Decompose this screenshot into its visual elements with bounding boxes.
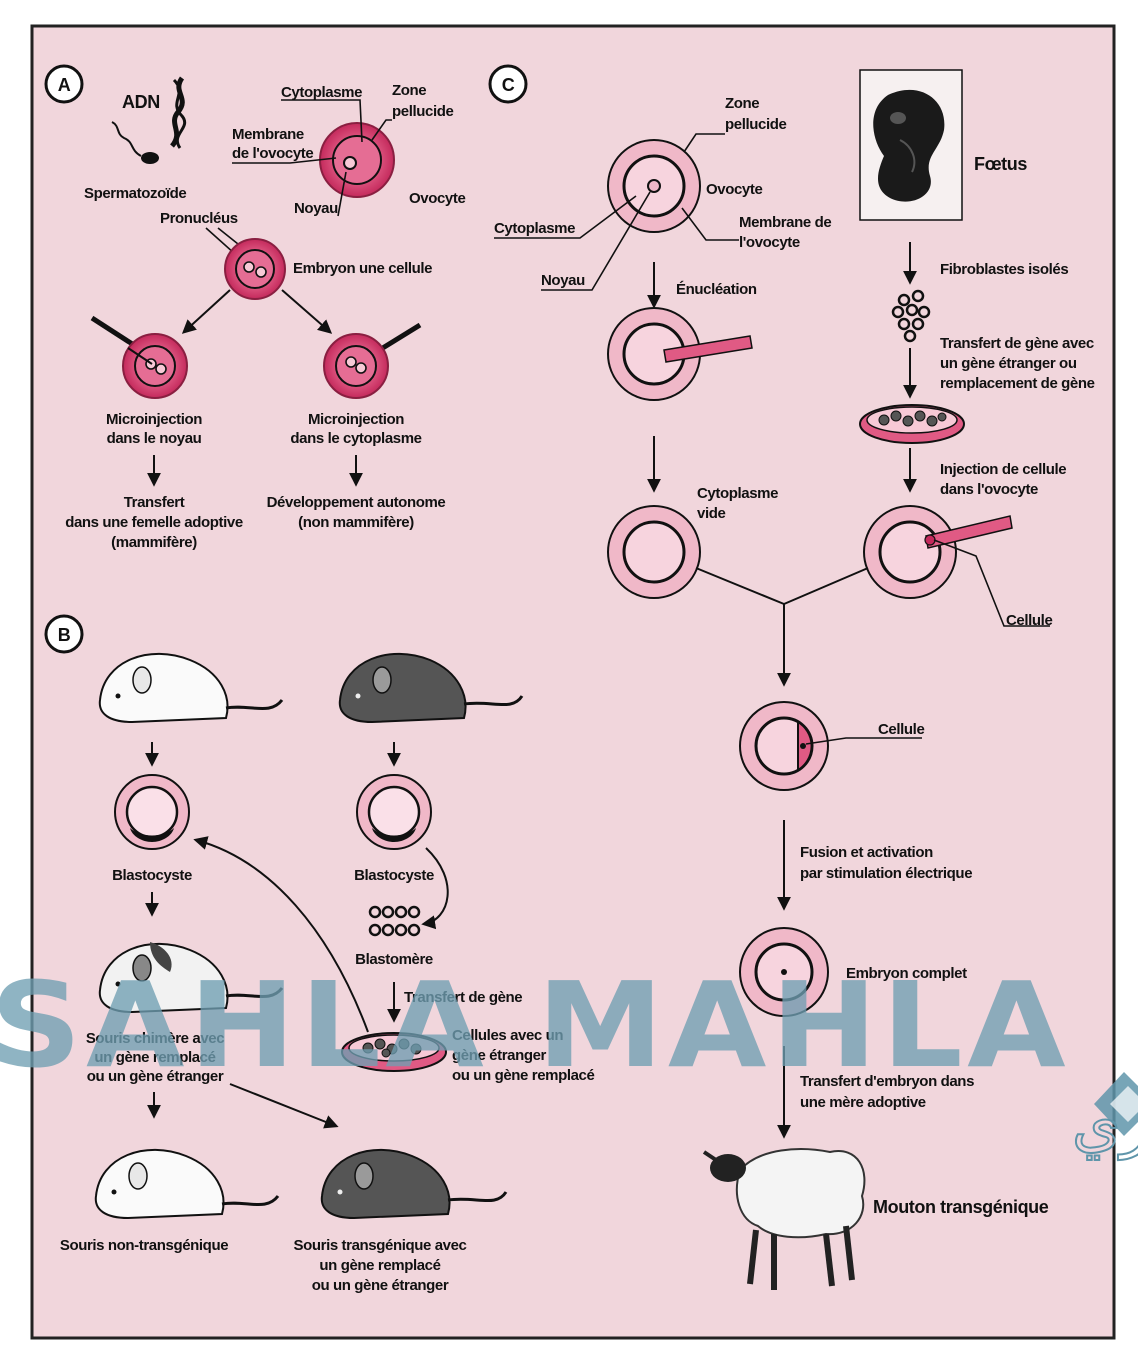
blastocyst-left-icon bbox=[115, 775, 189, 849]
transfert-gene-c-label-1: Transfert de gène avec bbox=[940, 335, 1094, 352]
micro-cyto-label-2: dans le cytoplasme bbox=[290, 430, 421, 447]
ovocyte-a-label: Ovocyte bbox=[409, 190, 465, 207]
membrane-c-label-1: Membrane de bbox=[739, 214, 831, 231]
cytoplasme-c-label: Cytoplasme bbox=[494, 220, 575, 237]
micro-noyau-label-1: Microinjection bbox=[106, 411, 202, 428]
fused-cell-icon bbox=[740, 702, 828, 790]
membrane-a-label-2: de l'ovocyte bbox=[232, 145, 313, 162]
empty-cytoplasm-oocyte-icon bbox=[608, 506, 700, 598]
blastocyste-right-label: Blastocyste bbox=[354, 867, 434, 884]
spermatozoide-label: Spermatozoïde bbox=[84, 185, 186, 202]
dev-label-2: (non mammifère) bbox=[298, 514, 414, 531]
cyto-vide-label-2: vide bbox=[697, 505, 725, 522]
enucleation-label: Énucléation bbox=[676, 281, 757, 298]
transfert-label-1: Transfert bbox=[124, 494, 185, 511]
noyau-a-label: Noyau bbox=[294, 200, 338, 217]
membrane-c-label-2: l'ovocyte bbox=[739, 234, 800, 251]
cyto-vide-label-1: Cytoplasme bbox=[697, 485, 778, 502]
transfert-label-3: (mammifère) bbox=[111, 534, 197, 551]
micro-cyto-label-1: Microinjection bbox=[308, 411, 404, 428]
cytoplasme-a-label: Cytoplasme bbox=[281, 84, 362, 101]
dev-label-1: Développement autonome bbox=[267, 494, 446, 511]
panel-b-badge: B bbox=[58, 625, 71, 645]
transfert-gene-c-label-3: remplacement de gène bbox=[940, 375, 1095, 392]
non-transgenique-label: Souris non-transgénique bbox=[60, 1237, 228, 1254]
pronucleus-label: Pronucléus bbox=[160, 210, 238, 227]
adn-label: ADN bbox=[122, 92, 160, 112]
cellule-right-label: Cellule bbox=[1006, 612, 1052, 629]
foetus-photo bbox=[860, 70, 962, 220]
fusion-label-1: Fusion et activation bbox=[800, 844, 933, 861]
noyau-c-label: Noyau bbox=[541, 272, 585, 289]
transgenique-label-3: ou un gène étranger bbox=[312, 1277, 449, 1294]
zone-c-label: Zone bbox=[725, 95, 759, 112]
transfert-emb-label-2: une mère adoptive bbox=[800, 1094, 926, 1111]
zone-a-label: Zone bbox=[392, 82, 426, 99]
pellucide-a-label: pellucide bbox=[392, 103, 453, 120]
one-cell-embryo-icon bbox=[225, 239, 285, 299]
ovocyte-c-label: Ovocyte bbox=[706, 181, 762, 198]
pellucide-c-label: pellucide bbox=[725, 116, 786, 133]
transgenique-label-1: Souris transgénique avec bbox=[294, 1237, 467, 1254]
blastocyst-right-icon bbox=[357, 775, 431, 849]
panel-a-badge: A bbox=[58, 75, 71, 95]
oocyte-c-icon bbox=[608, 140, 700, 232]
blastocyste-left-label: Blastocyste bbox=[112, 867, 192, 884]
foetus-label: Fœtus bbox=[974, 154, 1027, 174]
cellule-mid-label: Cellule bbox=[878, 721, 924, 738]
membrane-a-label-1: Membrane bbox=[232, 126, 304, 143]
embryon-une-cellule-label: Embryon une cellule bbox=[293, 260, 432, 277]
petri-dish-c-icon bbox=[860, 405, 964, 443]
injection-label-1: Injection de cellule bbox=[940, 461, 1066, 478]
fusion-label-2: par stimulation électrique bbox=[800, 865, 972, 882]
transfert-gene-c-label-2: un gène étranger ou bbox=[940, 355, 1077, 372]
transgenique-label-2: un gène remplacé bbox=[319, 1257, 440, 1274]
transfert-label-2: dans une femelle adoptive bbox=[65, 514, 243, 531]
panel-c-badge: C bbox=[502, 75, 515, 95]
oocyte-a-icon bbox=[320, 123, 394, 197]
micro-noyau-label-2: dans le noyau bbox=[107, 430, 202, 447]
watermark-latin: SAHLA MAHLA bbox=[0, 956, 1070, 1094]
injection-label-2: dans l'ovocyte bbox=[940, 481, 1038, 498]
mouton-label: Mouton transgénique bbox=[873, 1197, 1049, 1217]
fibroblastes-label: Fibroblastes isolés bbox=[940, 261, 1068, 278]
